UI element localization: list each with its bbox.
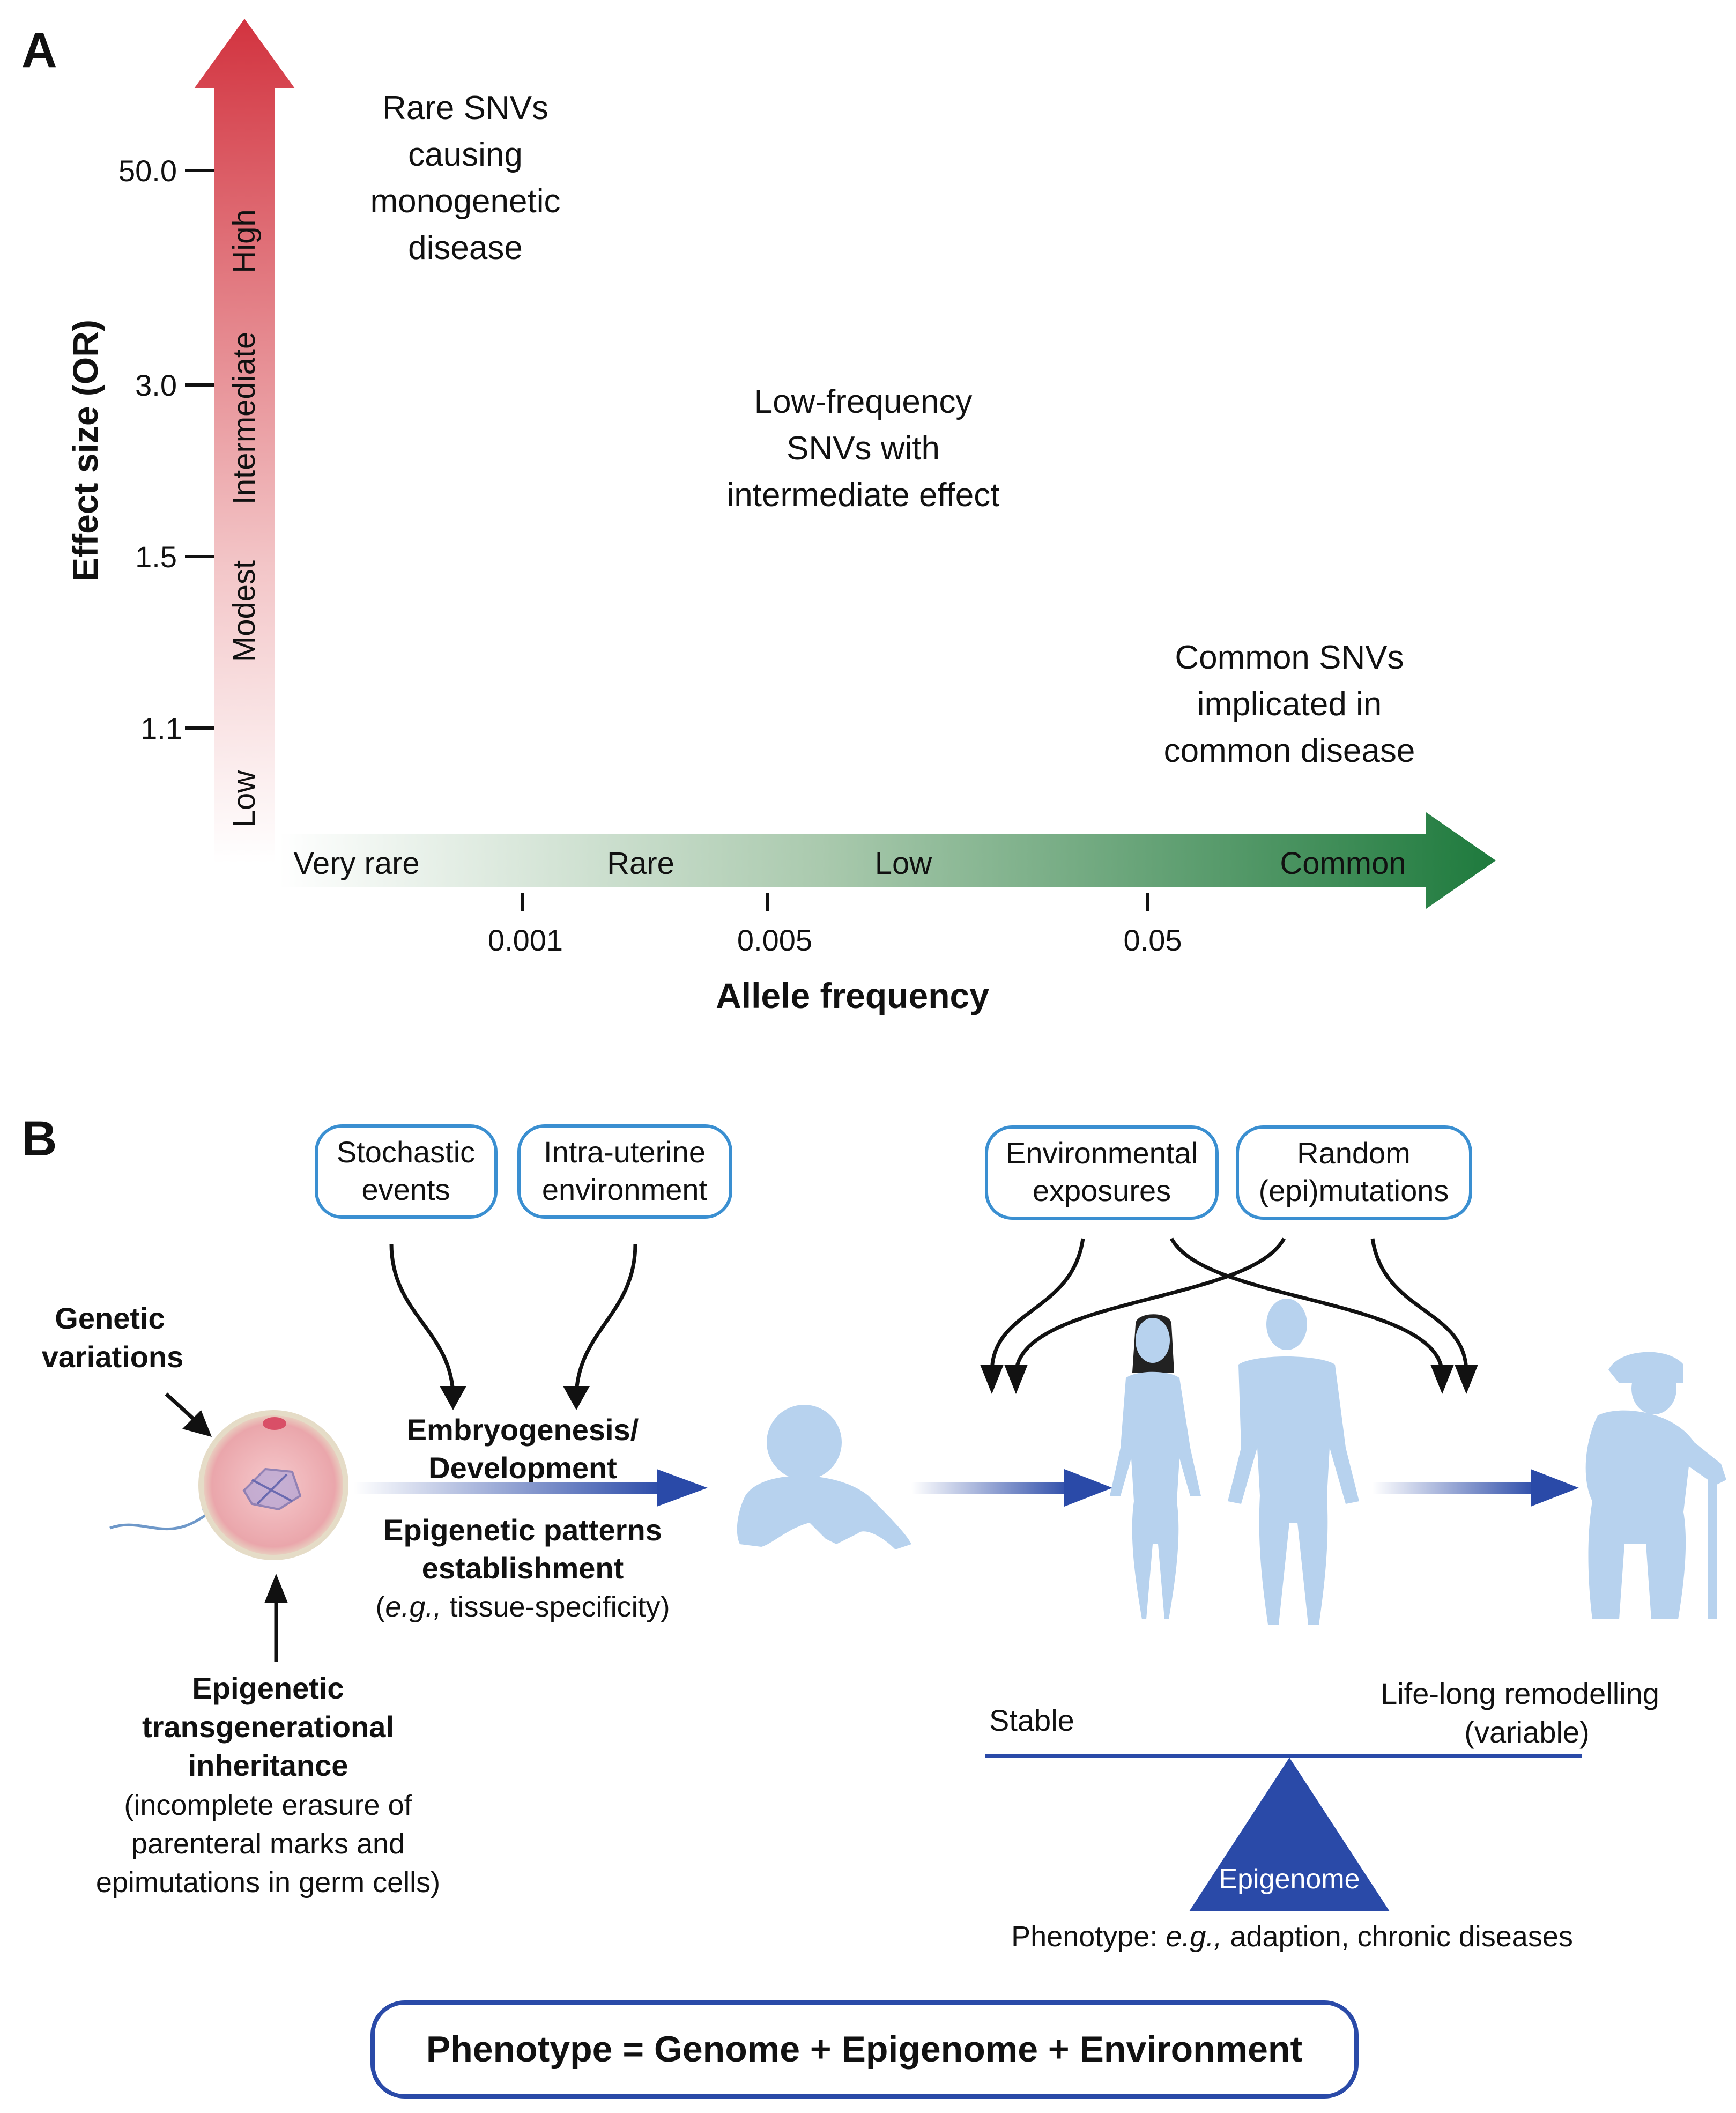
- svg-text:Environmental: Environmental: [1006, 1136, 1198, 1170]
- y-tick-1-5: 1.5: [135, 540, 177, 574]
- box-environmental-exposures: Environmental exposures: [985, 1125, 1219, 1220]
- panel-a-letter: A: [21, 23, 57, 78]
- panel-b-letter: B: [21, 1111, 57, 1166]
- genetic-variations-arrow-shaft: [165, 1392, 197, 1422]
- egg-chromosomes: [242, 1467, 302, 1511]
- annotation-low-frequency-snvs: Low-frequency SNVs with intermediate eff…: [727, 383, 1000, 514]
- y-band-modest: Modest: [227, 560, 262, 662]
- arrowheads-left: [440, 1386, 590, 1410]
- egg-polar-body: [263, 1417, 286, 1430]
- svg-text:Rare SNVs: Rare SNVs: [382, 90, 548, 127]
- epigenome-fulcrum: [1189, 1758, 1390, 1911]
- box-random-epimutations: Random (epi)mutations: [1236, 1125, 1472, 1220]
- x-band-very-rare: Very rare: [293, 846, 419, 881]
- y-band-high: High: [227, 209, 262, 273]
- x-tick-marks: [521, 893, 1149, 911]
- svg-text:exposures: exposures: [1033, 1174, 1171, 1207]
- man-silhouette: [1228, 1299, 1359, 1625]
- x-axis-label: Allele frequency: [716, 976, 989, 1015]
- svg-text:Low-frequency: Low-frequency: [754, 383, 973, 420]
- sperm-tail: [109, 1506, 216, 1531]
- svg-text:monogenetic: monogenetic: [370, 183, 560, 220]
- svg-text:(variable): (variable): [1464, 1715, 1589, 1749]
- genetic-variations-arrowhead: [182, 1410, 212, 1437]
- development-flow-arrow: [354, 1469, 708, 1507]
- svg-text:common disease: common disease: [1164, 732, 1415, 769]
- label-stable: Stable: [989, 1703, 1074, 1737]
- svg-text:transgenerational: transgenerational: [142, 1710, 394, 1744]
- woman-silhouette: [1110, 1314, 1201, 1619]
- y-band-low: Low: [227, 770, 262, 828]
- label-embryogenesis: Embryogenesis/ Development: [407, 1413, 639, 1485]
- y-tick-3: 3.0: [135, 368, 177, 402]
- arrowheads-right: [980, 1365, 1478, 1394]
- svg-text:Embryogenesis/: Embryogenesis/: [407, 1413, 639, 1447]
- svg-text:variations: variations: [42, 1340, 184, 1374]
- y-tick-50: 50.0: [118, 154, 177, 188]
- svg-text:SNVs with: SNVs with: [787, 430, 940, 467]
- svg-text:Life-long remodelling: Life-long remodelling: [1381, 1677, 1659, 1710]
- label-epigenetic-inheritance: Epigenetic transgenerational inheritance…: [96, 1671, 440, 1899]
- influence-arrows-right: [990, 1237, 1468, 1373]
- phenotype-equation-box: Phenotype = Genome + Epigenome + Environ…: [370, 2000, 1359, 2099]
- svg-text:Random: Random: [1297, 1136, 1411, 1170]
- svg-text:environment: environment: [542, 1173, 708, 1206]
- influence-arrows-left: [389, 1243, 637, 1395]
- x-band-common: Common: [1280, 846, 1406, 881]
- label-remodelling: Life-long remodelling (variable): [1381, 1677, 1659, 1749]
- svg-text:disease: disease: [408, 229, 523, 266]
- svg-text:Stochastic: Stochastic: [337, 1135, 475, 1169]
- annotation-rare-snvs: Rare SNVs causing monogenetic disease: [370, 90, 560, 266]
- svg-text:implicated in: implicated in: [1197, 686, 1382, 723]
- label-epigenome: Epigenome: [1219, 1864, 1360, 1895]
- y-tick-1-1: 1.1: [140, 711, 182, 745]
- svg-text:Development: Development: [428, 1451, 617, 1485]
- elderly-silhouette: [1585, 1352, 1726, 1619]
- label-phenotype-examples: Phenotype: e.g., adaption, chronic disea…: [1011, 1921, 1573, 1953]
- svg-text:(epi)mutations: (epi)mutations: [1259, 1174, 1449, 1207]
- x-band-rare: Rare: [607, 846, 674, 881]
- svg-text:causing: causing: [408, 136, 523, 173]
- svg-text:Epigenetic: Epigenetic: [192, 1671, 344, 1705]
- phenotype-equation: Phenotype = Genome + Epigenome + Environ…: [426, 2029, 1302, 2070]
- annotation-common-snvs: Common SNVs implicated in common disease: [1164, 639, 1415, 769]
- y-axis-label: Effect size (OR): [65, 320, 105, 581]
- label-epigenetic-patterns: Epigenetic patterns establishment (e.g.,…: [375, 1513, 670, 1623]
- baby-silhouette: [737, 1405, 911, 1549]
- x-tick-0-05: 0.05: [1124, 923, 1182, 957]
- svg-text:Common SNVs: Common SNVs: [1175, 639, 1404, 676]
- svg-text:events: events: [362, 1173, 450, 1206]
- label-genetic-variations: Genetic variations: [42, 1301, 184, 1374]
- svg-text:parenteral marks and: parenteral marks and: [131, 1828, 405, 1860]
- allele-frequency-arrow: [279, 812, 1496, 909]
- svg-text:Genetic: Genetic: [55, 1301, 165, 1335]
- svg-text:epimutations in germ cells): epimutations in germ cells): [96, 1866, 440, 1899]
- svg-text:Intra-uterine: Intra-uterine: [544, 1135, 706, 1169]
- svg-text:(incomplete erasure of: (incomplete erasure of: [124, 1789, 412, 1821]
- aging-flow-arrow: [1373, 1469, 1579, 1507]
- svg-text:Epigenetic patterns: Epigenetic patterns: [383, 1513, 662, 1547]
- y-tick-marks: [185, 169, 214, 730]
- box-intra-uterine-environment: Intra-uterine environment: [517, 1124, 732, 1219]
- y-band-intermediate: Intermediate: [227, 332, 262, 505]
- effect-size-arrow: [194, 19, 295, 863]
- x-tick-0-005: 0.005: [737, 923, 812, 957]
- box-stochastic-events: Stochastic events: [315, 1124, 498, 1219]
- svg-text:intermediate effect: intermediate effect: [727, 477, 1000, 514]
- x-tick-0-001: 0.001: [488, 923, 563, 957]
- inheritance-arrowhead: [264, 1574, 288, 1603]
- svg-text:(e.g., tissue-specificity): (e.g., tissue-specificity): [375, 1591, 670, 1623]
- childhood-flow-arrow: [911, 1469, 1112, 1507]
- svg-text:inheritance: inheritance: [188, 1748, 348, 1782]
- x-band-low: Low: [875, 846, 933, 881]
- svg-text:establishment: establishment: [422, 1551, 624, 1585]
